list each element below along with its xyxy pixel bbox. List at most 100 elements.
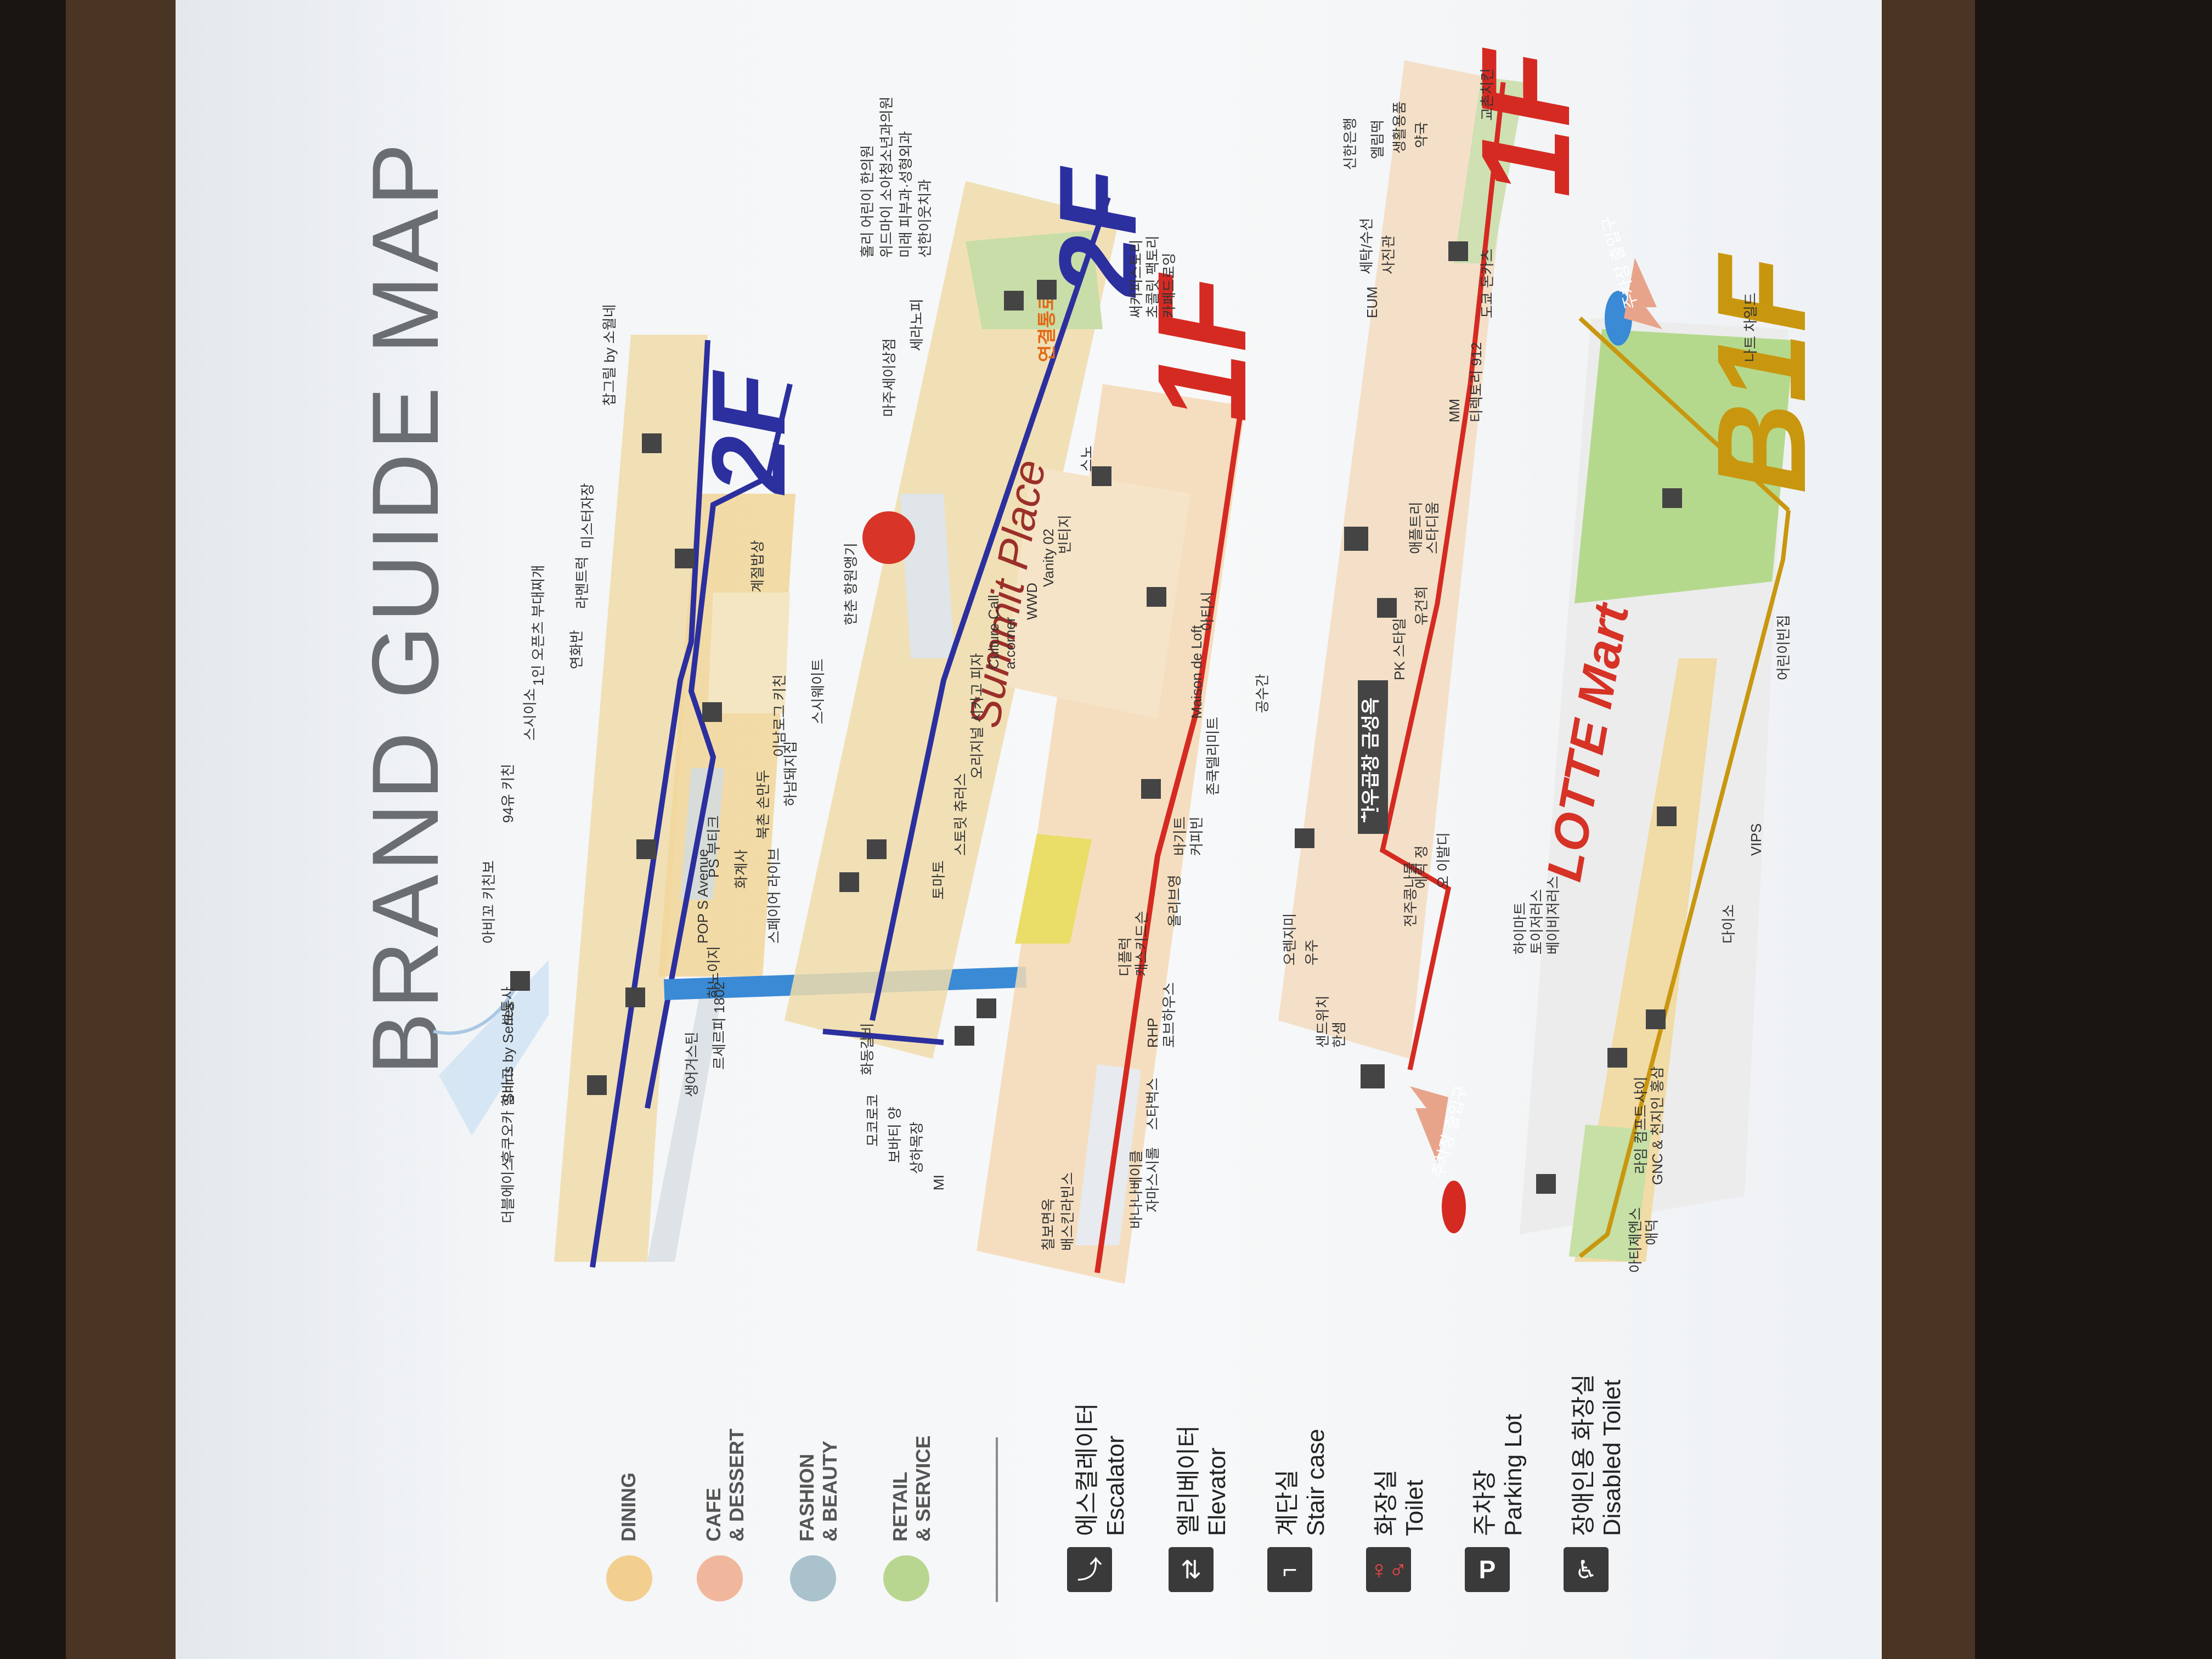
- disabled-toilet-icon: [1092, 466, 1111, 486]
- legend-divider: [996, 1437, 998, 1602]
- toilet-icon: ♀♂: [1366, 1547, 1411, 1592]
- store-label: 로브하우스: [1161, 982, 1177, 1048]
- store-label: 스타벅스: [1144, 1077, 1161, 1130]
- store-label: 94유 키친: [500, 764, 516, 823]
- store-label: WWD: [1024, 583, 1040, 620]
- store-label: 라멘트럭: [574, 556, 590, 609]
- hanwoo-label: 한우곱창 금성옥: [1361, 698, 1381, 823]
- floor-left-2f: 2F: [554, 335, 807, 1268]
- store-label: 미래 피부과·성형외과: [898, 131, 914, 258]
- store-label: 1인 오픈츠 부대찌개: [530, 565, 546, 686]
- floor-label-middle-1f: 1F: [1131, 272, 1272, 422]
- store-label: GNC & 천지인 홍삼: [1649, 1066, 1666, 1185]
- store-label: 세라노피: [909, 298, 925, 351]
- car-icon: [1605, 291, 1632, 346]
- toilet-icon: [977, 998, 996, 1018]
- toilet-icon: [1366, 812, 1386, 832]
- store-label: 화계사: [733, 849, 749, 889]
- store-label: 하노이지: [706, 946, 722, 998]
- legend-fashion-label: FASHION & BEAUTY: [795, 1440, 841, 1542]
- store-label: 아비꼬: [481, 904, 497, 944]
- store-label: 보바티 양: [887, 1107, 903, 1163]
- store-label: 아티제엔스: [1627, 1207, 1644, 1273]
- store-label: RHP: [1144, 1018, 1161, 1048]
- elevator-icon: [1377, 598, 1397, 618]
- toilet-icon: [510, 971, 530, 991]
- store-label: 캐스키드슨: [1133, 911, 1150, 977]
- store-label: 스시이소: [522, 688, 538, 741]
- store-label: MM: [1446, 399, 1463, 422]
- toilet-icon: [642, 433, 662, 453]
- store-label: 다이소: [1720, 904, 1737, 944]
- legend-elevator-label: 엘리베이터 Elevator: [1175, 1425, 1231, 1536]
- store-label: Maison de Loft: [1188, 625, 1205, 719]
- disabled-toilet-icon: [955, 1026, 974, 1046]
- store-label: 애플트리: [1408, 501, 1424, 554]
- store-label: 오리지널 시카고 피자: [969, 653, 985, 779]
- store-label: 북촌 손만두: [755, 770, 771, 839]
- escalator-icon: [1295, 828, 1314, 848]
- disabled-toilet-icon: [1448, 241, 1468, 261]
- store-label: 우주: [1304, 939, 1320, 966]
- elevator-icon: ⇅: [1169, 1547, 1214, 1592]
- store-label: 한샘: [1331, 1022, 1347, 1048]
- escalator-icon: [1536, 1174, 1556, 1194]
- store-label: 키친보: [481, 860, 497, 900]
- elevator-icon: [1141, 779, 1161, 799]
- store-label: 배스킨라빈스: [1059, 1172, 1076, 1251]
- legend-disabled-toilet-label: 장애인용 화장실 Disabled Toilet: [1570, 1374, 1626, 1536]
- escalator-icon: [1147, 587, 1166, 607]
- store-label: 상하목장: [909, 1121, 925, 1174]
- store-label: VIPS: [1748, 823, 1764, 856]
- legend-retail-label: RETAIL & SERVICE: [889, 1435, 934, 1542]
- floor-label-right-1f: 1F: [1455, 47, 1596, 198]
- store-label: 샤이: [1633, 1076, 1649, 1103]
- store-label: 위드마이 소아청소년과의원: [878, 97, 895, 258]
- floor-label-right-b1f: B1F: [1691, 252, 1832, 494]
- escalator-icon: [839, 872, 859, 892]
- legend-stair-label: 계단실 Stair case: [1274, 1429, 1329, 1536]
- parking-entrance-arrow: [1410, 1086, 1448, 1163]
- store-label: 에릭 정: [1413, 845, 1430, 889]
- store-label: 이남로그 키친: [771, 674, 788, 757]
- store-label: a.corner: [1002, 617, 1018, 669]
- store-label: 선한이웃치과: [917, 179, 933, 258]
- store-label: 세탁/수선: [1358, 218, 1375, 274]
- store-label: 존쿡델리미트: [1205, 716, 1221, 795]
- store-label: EUM: [1364, 286, 1380, 318]
- store-label: 디플럭: [1117, 937, 1133, 977]
- elevator-icon: [867, 839, 887, 859]
- store-label: 빈티지: [1057, 515, 1073, 554]
- store-label: 생어거스틴: [684, 1031, 700, 1097]
- store-label: 생활용품: [1391, 101, 1408, 154]
- store-label: 커피빈: [1188, 816, 1205, 856]
- store-label: 오 이발디: [1435, 832, 1452, 889]
- legend-dining-label: DINING: [617, 1472, 640, 1542]
- store-label: 사진관: [1380, 235, 1397, 274]
- floor-right-1f: 한우곱창 금성옥 1F: [1278, 47, 1596, 1070]
- store-label: PS 부티크: [706, 815, 722, 878]
- store-label: 토이저러스: [1528, 889, 1545, 955]
- elevator-icon: [1607, 1048, 1627, 1068]
- escalator-icon: [587, 1075, 607, 1095]
- store-label: Shirts by Series: [500, 1003, 516, 1103]
- store-label: 칠보면옥: [1040, 1198, 1057, 1251]
- elevator-icon: [702, 702, 722, 722]
- parking-entrance-arrow: [1624, 258, 1662, 329]
- store-label: 후쿠오카 함바그: [500, 1067, 516, 1163]
- toilet-icon: [1662, 488, 1682, 508]
- store-label: 신한은행: [1342, 117, 1358, 170]
- legend-cafe-label: CAFE & DESSERT: [702, 1428, 748, 1542]
- store-label: 엘림떡: [1369, 120, 1386, 159]
- store-label: 한춘 항원앵기: [843, 543, 859, 625]
- store-label: 카페드로잉: [1161, 252, 1177, 318]
- store-label: 르세르피 1802: [711, 981, 727, 1070]
- parking-icon: [1344, 527, 1368, 551]
- store-label: 스토릿 츄러스: [952, 773, 969, 856]
- legend-escalator-label: 에스컬레이터 Escalator: [1074, 1403, 1129, 1536]
- store-label: Culture Call: [985, 595, 1002, 669]
- store-label: 바나나베이클: [1128, 1150, 1144, 1229]
- car-icon: [1442, 1181, 1466, 1233]
- store-label: 스시웨이트: [810, 658, 826, 724]
- store-label: 바기트: [1172, 816, 1188, 856]
